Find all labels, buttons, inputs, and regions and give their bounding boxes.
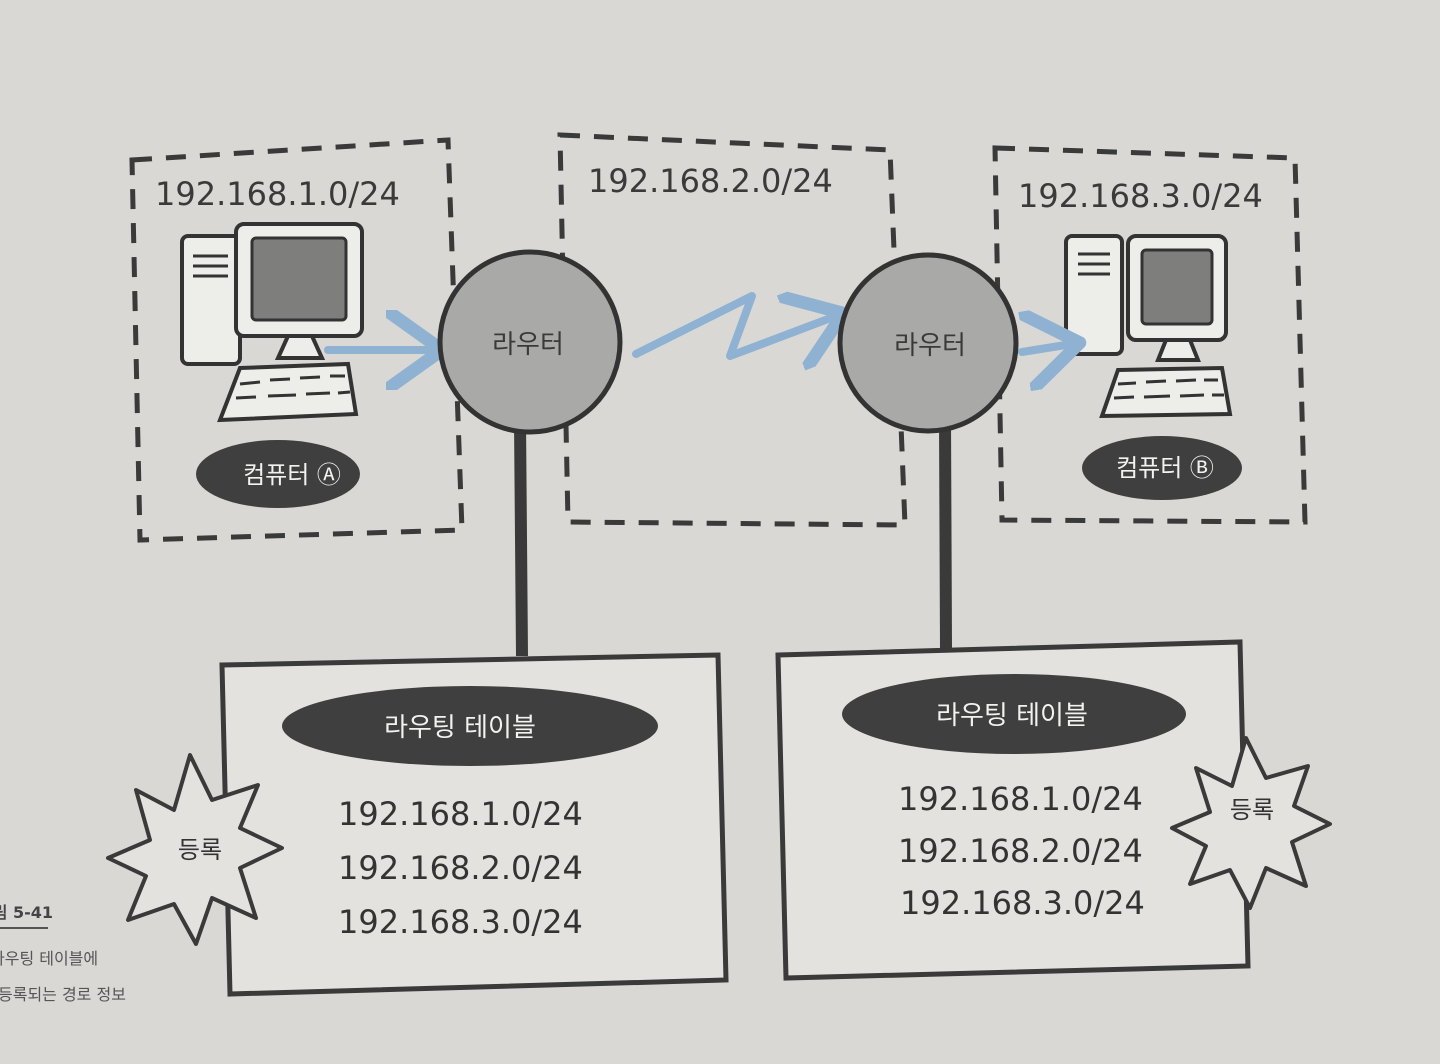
computer-b-pill (1082, 436, 1242, 500)
computer-a-pill (196, 440, 360, 508)
routing-table-left-title-pill (282, 686, 658, 766)
network-boundary-left (129, 137, 465, 543)
starburst-right (1170, 736, 1332, 910)
routing-table-left-route-2: 192.168.2.0/24 (338, 849, 583, 887)
routing-table-left-route-1: 192.168.1.0/24 (338, 795, 583, 833)
router-right (837, 252, 1019, 434)
starburst-left-label: 등록 (178, 836, 222, 864)
network-label-middle: 192.168.2.0/24 (588, 162, 833, 200)
routing-table-left-route-3: 192.168.3.0/24 (338, 903, 583, 941)
routing-table-right-route-3: 192.168.3.0/24 (900, 884, 1145, 922)
network-label-left: 192.168.1.0/24 (155, 175, 400, 213)
computer-a-label: 컴퓨터 Ⓐ (243, 461, 341, 489)
router-right-label: 라우터 (894, 331, 966, 361)
routing-table-right-route-1: 192.168.1.0/24 (898, 780, 1143, 818)
arrow-router-to-computer-b (1018, 344, 1072, 352)
routing-table-right-route-2: 192.168.2.0/24 (898, 832, 1143, 870)
arrow-router-to-router (632, 296, 836, 356)
routing-table-left-title: 라우팅 테이블 (384, 713, 536, 743)
computer-b-label: 컴퓨터 Ⓑ (1116, 454, 1214, 482)
routing-table-right-title: 라우팅 테이블 (936, 701, 1088, 731)
router-left (437, 249, 623, 435)
connector-left (514, 419, 528, 657)
computer-a-icon (180, 222, 364, 423)
network-label-right: 192.168.3.0/24 (1018, 177, 1263, 215)
starburst-right-label: 등록 (1230, 796, 1274, 824)
figure-caption-line-2: 등록되는 경로 정보 (0, 985, 126, 1004)
computer-b-icon (1064, 234, 1233, 419)
starburst-left (106, 753, 284, 946)
connector-right (939, 419, 952, 649)
routing-table-right-title-pill (842, 674, 1186, 754)
figure-caption-line-1: 라우팅 테이블에 (0, 949, 98, 968)
figure-caption-number: 그림 5-41 (0, 903, 53, 922)
router-left-label: 라우터 (492, 330, 564, 360)
